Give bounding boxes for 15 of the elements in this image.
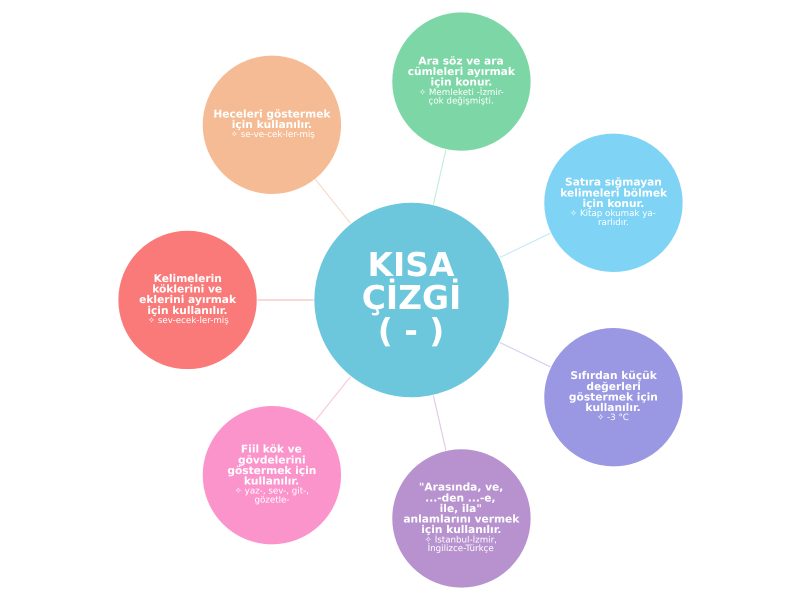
- node-circle: Satıra sığmayan kelimeleri bölmek için konur. ✧ Kitap okumak ya- rarlıdır.: [542, 132, 684, 273]
- connector: [314, 376, 350, 421]
- connector: [314, 179, 350, 224]
- connector: [432, 395, 446, 450]
- node-circle: Heceleri göstermek için kullanılır. ✧ se-ve-cek-ler-miş: [201, 54, 342, 195]
- connector: [432, 150, 446, 205]
- node-circle: Sıfırdan küçük değerleri göstermek için kullanılır. ✧ -3 °C: [542, 327, 684, 468]
- node-circle: Ara söz ve ara cümleleri ayırmak için konur. ✧ Memleketi -İzmir- çok değişmişti.: [390, 11, 532, 152]
- node-circle: Kelimelerin köklerini ve eklerini ayırmak için kullanılır. ✧ sev-ecek-ler-miş: [116, 230, 258, 370]
- connector: [499, 232, 550, 258]
- connector: [256, 299, 314, 301]
- node-circle: "Arasında, ve, ...-den ...-e, ile, ila" anlamlarını vermek için kullanılır. ✧ İstanbul-İzmir, İngilizce-Türkçe: [390, 448, 532, 589]
- node-circle: KISA ÇİZGİ ( - ): [312, 202, 510, 398]
- node-circle: Fiil kök ve gövdelerini göstermek için kullanılır. ✧ yaz-, sev-, git-, gözetle-: [201, 405, 342, 546]
- connector: [499, 342, 550, 368]
